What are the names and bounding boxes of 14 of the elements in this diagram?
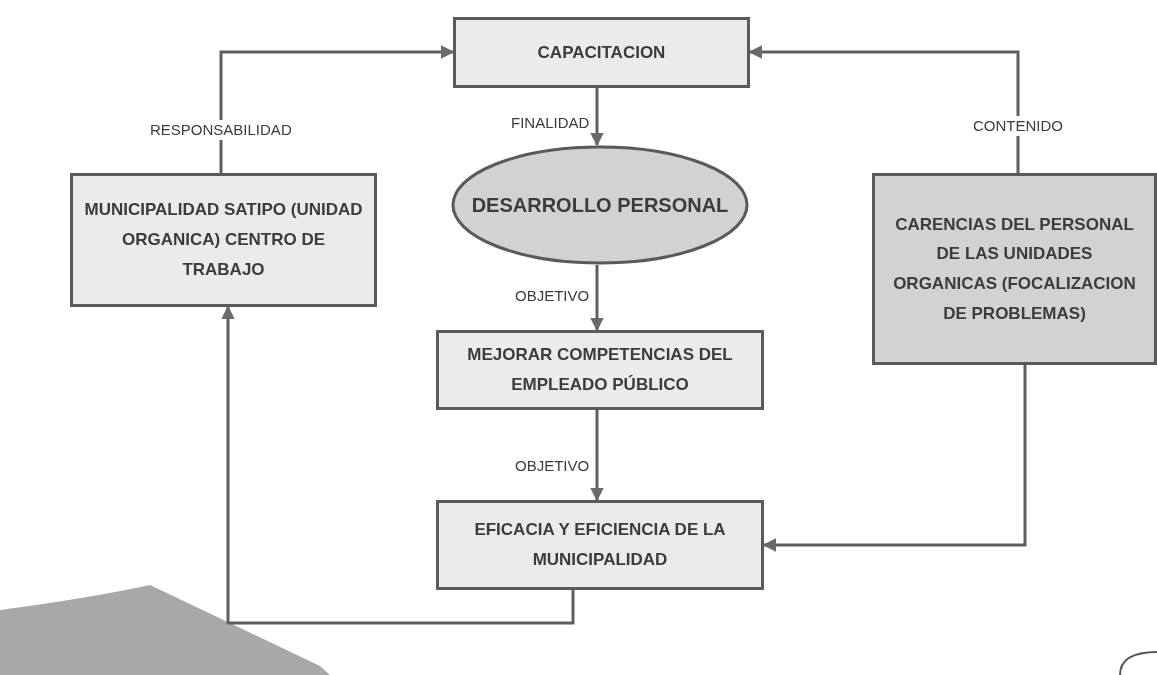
- process-box: EFICACIA Y EFICIENCIA DE LA MUNICIPALIDAD: [436, 500, 764, 590]
- process-box: MEJORAR COMPETENCIAS DEL EMPLEADO PÚBLICO: [436, 330, 764, 410]
- ellipse-node: DESARROLLO PERSONAL: [451, 145, 749, 265]
- arrow: [748, 45, 1020, 173]
- process-box: MUNICIPALIDAD SATIPO (UNIDAD ORGANICA) CENTRO DE TRABAJO: [70, 173, 377, 307]
- edge-label: CONTENIDO: [970, 116, 1066, 136]
- process-box: CAPACITACION: [453, 17, 750, 88]
- process-box: CARENCIAS DEL PERSONAL DE LAS UNIDADES ORGANICAS (FOCALIZACION DE PROBLEMAS): [872, 173, 1157, 365]
- arrow: [590, 410, 604, 502]
- arrow: [590, 88, 604, 147]
- arrow: [590, 265, 604, 332]
- arrow: [221, 305, 575, 625]
- arrow: [219, 45, 455, 173]
- arrow: [762, 365, 1027, 552]
